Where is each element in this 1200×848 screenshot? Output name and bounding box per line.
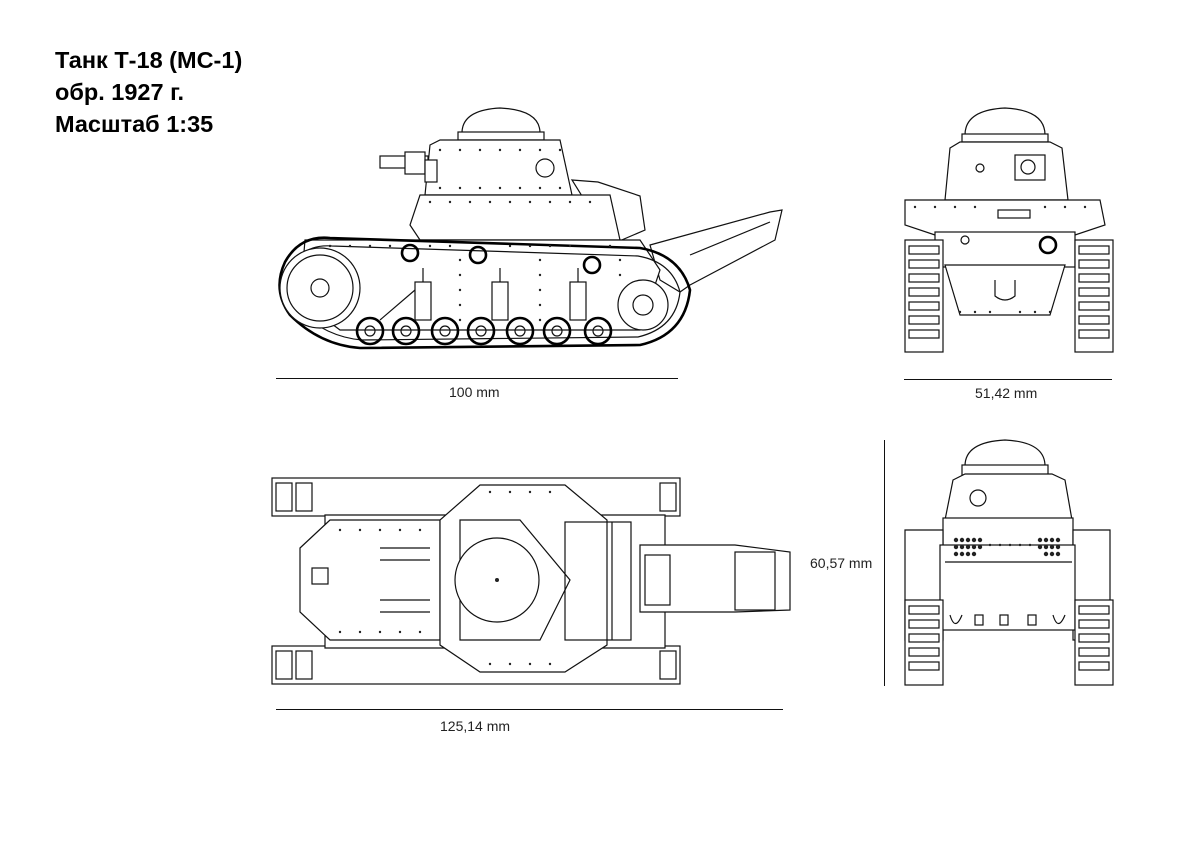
front-width-label: 51,42 mm (975, 385, 1038, 401)
top-length-dimension-line (276, 709, 783, 710)
title-line-model-year: обр. 1927 г. (55, 79, 185, 105)
title-line-scale: Масштаб 1:35 (55, 111, 214, 137)
side-length-dimension-line (276, 378, 678, 379)
front-width-dimension-line (904, 379, 1112, 380)
height-dimension-line (884, 440, 885, 686)
drawing-title: Танк Т-18 (МС-1) обр. 1927 г. Масштаб 1:… (55, 44, 242, 140)
height-label: 60,57 mm (810, 555, 873, 571)
title-line-tank-name: Танк Т-18 (МС-1) (55, 47, 243, 73)
top-length-label: 125,14 mm (440, 718, 511, 734)
side-length-label: 100 mm (449, 384, 500, 400)
